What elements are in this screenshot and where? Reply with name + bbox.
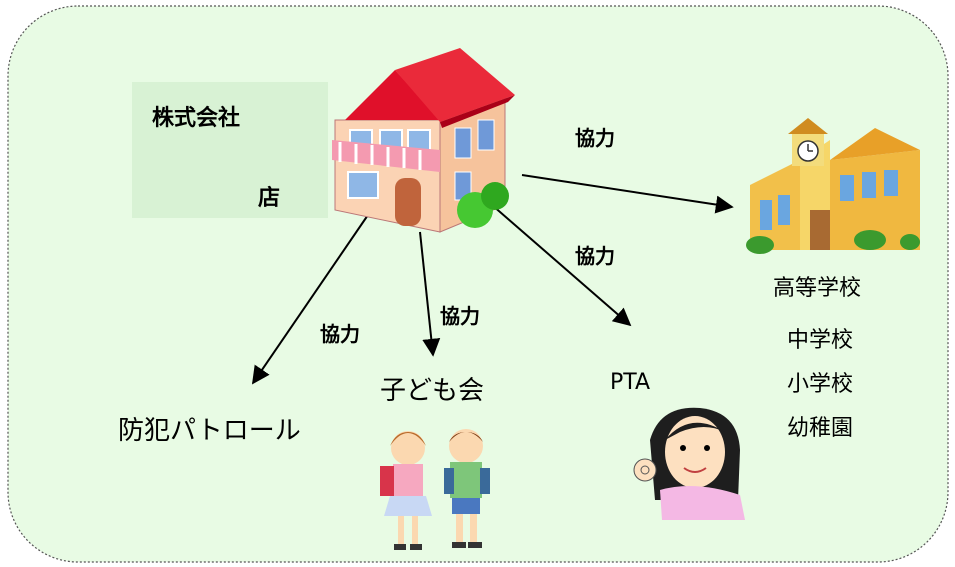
arrow-to-school [521,174,734,214]
children-icon [380,429,490,550]
patrol-label: 防犯パトロール [118,416,301,446]
cooperation-label-pta: 協力 [575,244,615,268]
school-icon [746,118,920,254]
company-label-line2: 店 [258,186,281,211]
company-box [132,82,328,218]
school-label-elementary: 小学校 [787,372,854,397]
kids-club-label: 子ども会 [380,376,485,406]
school-label-kindergarten: 幼稚園 [787,416,854,441]
house-icon [332,48,515,233]
school-label-high: 高等学校 [773,276,862,301]
arrow-to-kids-club [419,231,441,357]
cooperation-label-patrol: 協力 [320,322,360,346]
arrow-to-patrol [251,211,371,385]
cooperation-label-school: 協力 [575,126,615,150]
woman-icon [633,407,745,520]
school-label-junior: 中学校 [787,328,854,353]
arrow-to-pta [491,204,632,327]
cooperation-label-kids: 協力 [440,304,480,328]
company-label-line1: 株式会社 [152,106,241,131]
pta-label: PTA [610,370,651,395]
